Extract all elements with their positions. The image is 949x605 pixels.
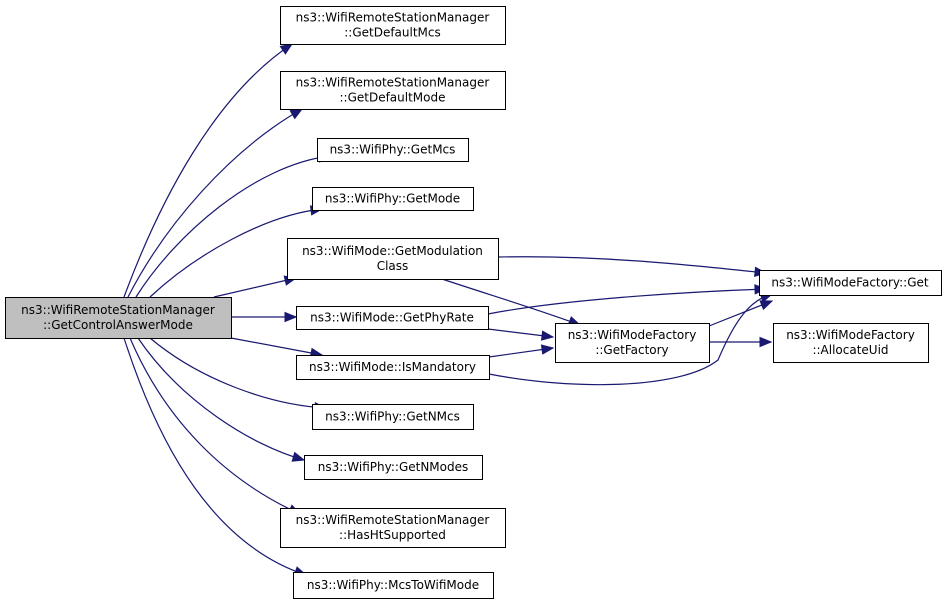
edge-factory-get-factory-to-factory-allocate-uid-arrowhead (759, 336, 773, 348)
edge-root-to-get-default-mode (127, 108, 304, 298)
edge-is-mandatory-to-factory-get-factory (488, 344, 555, 358)
node-box (296, 306, 489, 330)
edge-root-to-get-mcs-line (135, 155, 331, 298)
node-label: ns3::WifiModeFactory (568, 328, 697, 342)
node-label: Class (377, 259, 409, 273)
edge-get-phy-rate-to-factory-get-line (487, 288, 767, 315)
edge-get-modulation-class-to-factory-get (497, 256, 768, 278)
node-label: ns3::WifiRemoteStationManager (21, 303, 215, 317)
edge-root-to-get-default-mcs-line (123, 43, 293, 298)
node-box (280, 6, 506, 45)
node-box (296, 355, 490, 380)
node-get-default-mode[interactable]: ns3::WifiRemoteStationManager::GetDefaul… (280, 71, 506, 110)
node-box (280, 71, 506, 110)
edge-root-to-get-n-mcs-line (149, 337, 327, 409)
node-box (5, 297, 232, 339)
node-mcs-to-wifi-mode[interactable]: ns3::WifiPhy::McsToWifiMode (293, 572, 494, 599)
edge-root-to-mcs-to-wifi-mode-line (123, 337, 307, 576)
nodes-layer: ns3::WifiRemoteStationManager::GetContro… (5, 6, 942, 599)
edge-factory-get-factory-to-factory-get-arrowhead (759, 300, 774, 311)
edge-get-phy-rate-to-factory-get-factory (487, 328, 555, 341)
edge-root-to-get-mode-line (149, 208, 323, 298)
edge-is-mandatory-to-factory-get-line (488, 293, 773, 386)
node-label: ns3::WifiRemoteStationManager (296, 513, 490, 527)
edge-root-to-has-ht-supported-line (129, 337, 301, 515)
node-label: ::GetFactory (595, 343, 668, 357)
node-root[interactable]: ns3::WifiRemoteStationManager::GetContro… (5, 297, 232, 339)
edge-root-to-get-n-modes (137, 337, 306, 462)
node-get-n-modes[interactable]: ns3::WifiPhy::GetNModes (304, 455, 483, 480)
edge-root-to-get-modulation-class-line (213, 277, 297, 298)
node-box (287, 238, 499, 280)
edge-get-phy-rate-to-factory-get-factory-arrowhead (540, 330, 555, 341)
node-label: ns3::WifiMode::GetModulation (302, 244, 483, 258)
node-box (555, 323, 710, 363)
node-label: ns3::WifiMode::GetPhyRate (310, 311, 474, 325)
node-label: ::HasHtSupported (339, 528, 446, 542)
edge-get-modulation-class-to-factory-get-factory-line (441, 278, 581, 326)
node-label: ::GetDefaultMcs (344, 26, 441, 40)
edge-root-to-get-default-mcs (123, 43, 294, 298)
node-label: ns3::WifiModeFactory (786, 328, 915, 342)
node-box (759, 270, 942, 296)
node-label: ::AllocateUid (812, 343, 888, 357)
edge-root-to-get-phy-rate (231, 311, 298, 323)
node-label: ::GetDefaultMode (339, 91, 445, 105)
node-get-mcs[interactable]: ns3::WifiPhy::GetMcs (317, 138, 469, 162)
edge-factory-get-factory-to-factory-allocate-uid (709, 336, 773, 348)
node-is-mandatory[interactable]: ns3::WifiMode::IsMandatory (296, 355, 490, 380)
node-box (304, 455, 483, 480)
node-box (317, 138, 469, 162)
node-label: ns3::WifiModeFactory::Get (771, 276, 928, 290)
edge-factory-get-factory-to-factory-get (708, 300, 774, 327)
node-factory-get-factory[interactable]: ns3::WifiModeFactory::GetFactory (555, 323, 710, 363)
edge-root-to-is-mandatory-line (230, 337, 323, 356)
edge-get-modulation-class-to-factory-get-line (497, 256, 767, 274)
edge-root-to-has-ht-supported (129, 337, 302, 515)
edge-root-to-is-mandatory (230, 337, 324, 359)
edge-root-to-get-default-mode-arrowhead (289, 108, 304, 120)
node-get-default-mcs[interactable]: ns3::WifiRemoteStationManager::GetDefaul… (280, 6, 506, 45)
node-get-phy-rate[interactable]: ns3::WifiMode::GetPhyRate (296, 306, 489, 330)
edge-root-to-get-phy-rate-arrowhead (284, 311, 298, 323)
edge-root-to-get-default-mcs-arrowhead (279, 43, 294, 55)
node-label: ns3::WifiRemoteStationManager (296, 11, 490, 25)
edge-root-to-get-n-modes-line (137, 337, 305, 461)
node-label: ns3::WifiPhy::GetNModes (318, 460, 469, 474)
edge-root-to-get-modulation-class (213, 275, 298, 298)
edge-is-mandatory-to-factory-get-factory-arrowhead (540, 344, 555, 355)
edge-root-to-get-n-modes-arrowhead (291, 451, 306, 462)
node-box (312, 187, 474, 211)
node-label: ns3::WifiPhy::GetMode (325, 192, 460, 206)
node-label: ns3::WifiPhy::GetNMcs (325, 410, 460, 424)
node-label: ns3::WifiPhy::GetMcs (330, 143, 456, 157)
node-label: ns3::WifiRemoteStationManager (296, 76, 490, 90)
node-factory-allocate-uid[interactable]: ns3::WifiModeFactory::AllocateUid (773, 323, 929, 363)
node-factory-get[interactable]: ns3::WifiModeFactory::Get (759, 270, 942, 296)
node-label: ns3::WifiMode::IsMandatory (309, 360, 476, 374)
node-label: ::GetControlAnswerMode (43, 318, 193, 332)
node-box (293, 572, 494, 599)
node-get-n-mcs[interactable]: ns3::WifiPhy::GetNMcs (312, 404, 474, 430)
node-has-ht-supported[interactable]: ns3::WifiRemoteStationManager::HasHtSupp… (280, 508, 506, 548)
node-get-mode[interactable]: ns3::WifiPhy::GetMode (312, 187, 474, 211)
node-box (773, 323, 929, 363)
node-box (280, 508, 506, 548)
node-label: ns3::WifiPhy::McsToWifiMode (307, 578, 479, 592)
edge-get-phy-rate-to-factory-get (487, 284, 768, 315)
edge-root-to-get-default-mode-line (127, 108, 303, 298)
node-box (312, 404, 474, 430)
edge-root-to-mcs-to-wifi-mode (123, 337, 308, 577)
